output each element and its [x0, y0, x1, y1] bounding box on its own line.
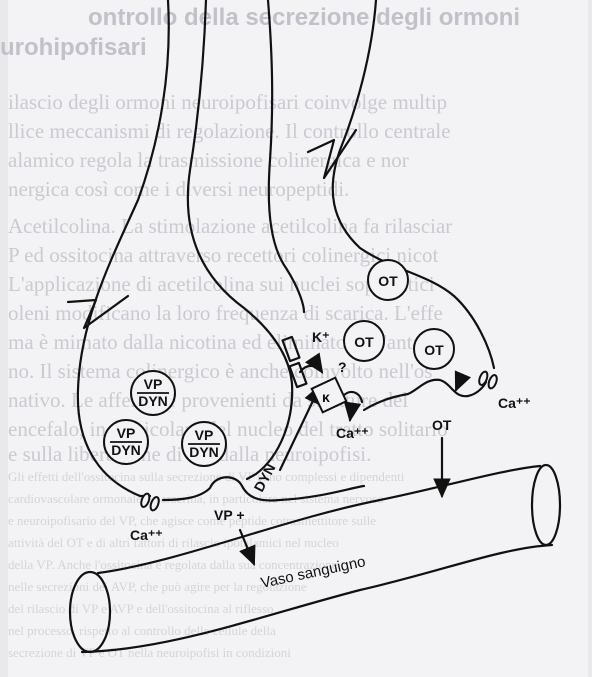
svg-text:OT: OT [354, 334, 374, 350]
blood-vessel-lower-wall [82, 545, 552, 652]
dyn-release-label: DYN [251, 461, 279, 495]
ot-terminal-base [364, 380, 486, 410]
vesicle-vp-label: VP [144, 376, 163, 392]
ca-ion-label-right: Ca⁺⁺ [498, 395, 531, 411]
kappa-curved-arrow [300, 366, 322, 372]
ca-arrow-center [350, 406, 352, 420]
vesicle-vp-dyn: VP DYN [104, 420, 148, 464]
ot-release-label: OT [432, 417, 452, 433]
svg-text:OT: OT [424, 342, 444, 358]
vesicle-vp-dyn: VP DYN [131, 371, 175, 415]
vesicle-vp-label: VP [195, 427, 214, 443]
kappa-label: κ [322, 389, 330, 405]
ca-ion-label-left: Ca⁺⁺ [130, 527, 163, 543]
vesicle-dyn-label: DYN [111, 442, 141, 458]
vesicle-ot: OT [414, 329, 454, 369]
ot-axon-right-membrane [333, 0, 494, 368]
vp-axon-inner-membrane [188, 0, 292, 479]
arrow-ot-fusion [456, 376, 462, 390]
ot-axon-left-membrane [268, 0, 304, 312]
vesicle-vp-dyn: VP DYN [182, 422, 226, 466]
vesicle-dyn-label: DYN [138, 393, 168, 409]
ca-ion-label-center: Ca⁺⁺ [336, 425, 369, 441]
vessel-label: Vaso sanguigno [259, 553, 367, 592]
impulse-bolt-top [308, 130, 356, 178]
vesicle-dyn-label: DYN [189, 444, 219, 460]
k-ion-label: K⁺ [312, 329, 330, 345]
vp-release-label: VP + [214, 507, 245, 523]
vesicle-vp-label: VP [117, 425, 136, 441]
vesicle-ot: OT [344, 321, 384, 361]
vesicle-ot: OT [368, 260, 408, 300]
svg-text:OT: OT [378, 273, 398, 289]
blood-vessel-right-end [532, 465, 560, 545]
ca-channel-right [478, 371, 499, 390]
question-mark: ? [338, 359, 347, 375]
impulse-bolt-left [68, 296, 128, 328]
blood-vessel-upper-wall [98, 466, 540, 573]
blood-vessel-lumen-cut [70, 572, 110, 652]
